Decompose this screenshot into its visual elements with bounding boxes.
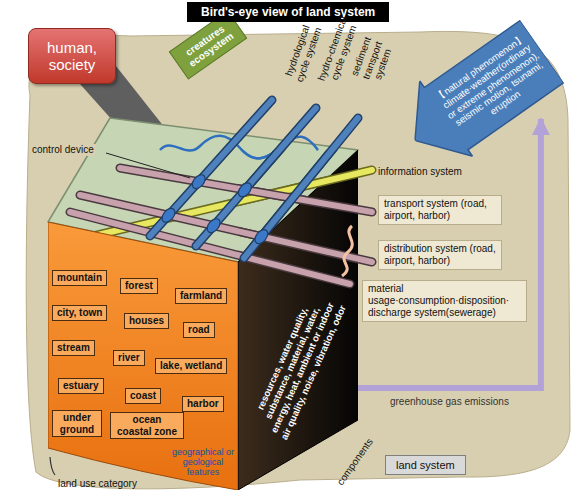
category-box: river (113, 350, 145, 366)
group-label: land use category (58, 478, 137, 490)
category-box: city, town (52, 305, 107, 321)
category-name: mountain (57, 272, 102, 284)
category-box: houses (124, 313, 169, 329)
system-box: material usage·consumption·disposition· … (362, 280, 527, 322)
category-name: ocean coastal zone (115, 414, 179, 437)
system-box: distribution system (road, airport, harb… (378, 240, 502, 270)
land-use-face: geographical or geological features mount… (48, 222, 238, 490)
diagram-title: Bird's-eye view of land system (187, 2, 389, 22)
system-box: transport system (road, airport, harbor) (378, 195, 502, 225)
system-name: material usage·consumption·disposition· … (368, 283, 521, 319)
category-box: estuary (58, 378, 104, 394)
face-note: geographical or geological features (166, 448, 240, 478)
category-name: city, town (57, 307, 102, 319)
category-name: houses (129, 315, 164, 327)
emission-arrow (358, 119, 541, 388)
control-device (190, 172, 208, 191)
category-box: coast (125, 388, 161, 404)
category-box: stream (52, 340, 95, 356)
category-box: lake, wetland (155, 358, 227, 374)
pipe-network (238, 150, 358, 284)
category-name: farmland (180, 290, 222, 302)
pipe-label: information system (378, 166, 462, 178)
category-name: stream (57, 342, 90, 354)
category-bracket (50, 457, 55, 475)
system-tag: land system (385, 455, 466, 475)
category-name: under ground (57, 412, 97, 435)
cycle-pipe (150, 100, 272, 236)
category-name: coast (130, 390, 156, 402)
box-title: human, society (29, 39, 115, 73)
category-name: forest (125, 280, 153, 292)
edge-label: greenhouse gas emissions (388, 396, 511, 407)
box-title: land system (396, 459, 455, 471)
category-name: river (118, 352, 140, 364)
control-device (160, 206, 178, 225)
arrow-shape (388, 14, 568, 178)
category-box: farmland (175, 288, 227, 304)
leader-line (106, 153, 190, 178)
category-name: estuary (63, 380, 99, 392)
category-box: mountain (52, 270, 107, 286)
callout-label: control device (30, 144, 96, 156)
society-box: human, society (28, 28, 116, 84)
components-face: resources, water quality, substance, mat… (238, 150, 358, 490)
category-box: ocean coastal zone (110, 412, 184, 439)
category-name: road (188, 324, 210, 336)
category-box: road (183, 322, 215, 338)
control-device (205, 216, 223, 235)
category-name: harbor (187, 398, 219, 410)
system-name: distribution system (road, airport, harb… (384, 243, 496, 267)
category-box: harbor (182, 396, 224, 412)
category-box: under ground (52, 410, 102, 437)
category-box: forest (120, 278, 158, 294)
cycle-pipe (150, 100, 272, 236)
category-name: lake, wetland (160, 360, 222, 372)
system-name: transport system (road, airport, harbor) (384, 198, 496, 222)
